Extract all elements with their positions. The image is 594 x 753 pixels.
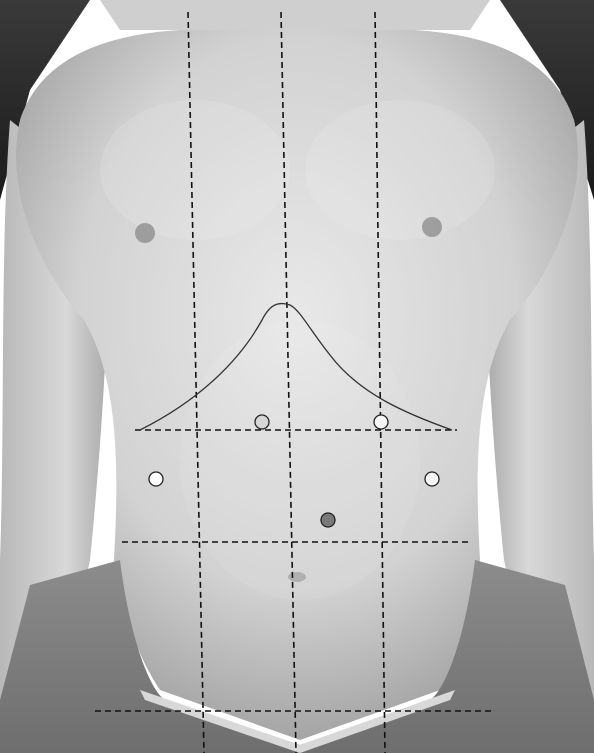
left-nipple: [135, 223, 155, 243]
neck-base: [100, 0, 490, 30]
abdomen-highlight: [180, 320, 420, 600]
port-marker-lateral-left: [149, 472, 163, 486]
navel: [288, 572, 306, 582]
right-nipple: [422, 217, 442, 237]
port-marker-upper-right: [374, 415, 388, 429]
right-pectoral-highlight: [305, 100, 495, 240]
left-pectoral-highlight: [100, 100, 290, 240]
port-marker-upper-left: [255, 415, 269, 429]
port-marker-umbilical-right: [321, 513, 335, 527]
port-marker-lateral-right: [425, 472, 439, 486]
